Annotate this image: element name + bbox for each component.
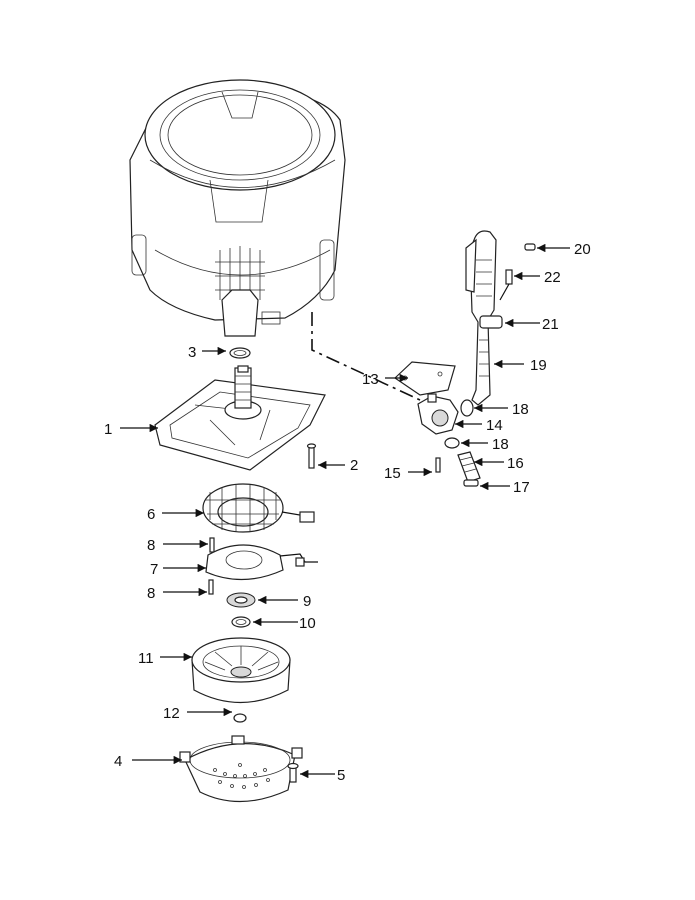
part-20-clip [524, 243, 536, 251]
callout-9: 9 [303, 593, 311, 610]
callout-11: 11 [138, 650, 154, 667]
part-7-housing [205, 544, 318, 581]
callout-15: 15 [384, 465, 401, 482]
callout-4: 4 [114, 753, 122, 770]
part-22-connector [499, 269, 513, 301]
callout-18-lower: 18 [492, 436, 509, 453]
part-11-rotor [191, 637, 291, 703]
callout-17: 17 [513, 479, 530, 496]
callout-labels: 1 2 3 4 5 6 7 8 8 9 10 11 12 13 14 15 16… [104, 241, 591, 784]
part-18-clamp-lower [444, 437, 460, 449]
part-15-screw [435, 457, 441, 473]
callout-18-upper: 18 [512, 401, 529, 418]
callout-20: 20 [574, 241, 591, 258]
part-8-screw-upper [209, 537, 215, 553]
part-12-nut [233, 713, 247, 723]
part-8-screw-lower [208, 579, 214, 595]
callout-14: 14 [486, 417, 503, 434]
part-3-seal [229, 347, 251, 359]
callout-8-lower: 8 [147, 585, 155, 602]
part-14-pump [417, 393, 459, 435]
callout-5: 5 [337, 767, 345, 784]
callout-12: 12 [163, 705, 180, 722]
callout-16: 16 [507, 455, 524, 472]
leader-lines [120, 243, 570, 779]
part-13-gasket [394, 361, 456, 396]
callout-19: 19 [530, 357, 547, 374]
callout-8-upper: 8 [147, 537, 155, 554]
part-5-screw [287, 762, 299, 783]
callout-7: 7 [150, 561, 158, 578]
part-18-clamp-upper [460, 399, 474, 417]
part-21-bracket [479, 315, 503, 329]
part-2-bolt [306, 443, 317, 469]
hose-path-line [311, 312, 421, 401]
callout-21: 21 [542, 316, 559, 333]
part-10-ring [231, 616, 251, 628]
part-16-hose [457, 451, 481, 483]
part-17-clamp [463, 479, 479, 487]
callout-10: 10 [299, 615, 316, 632]
callout-2: 2 [350, 457, 358, 474]
part-4-cover [179, 735, 303, 803]
callout-3: 3 [188, 344, 196, 361]
callout-1: 1 [104, 421, 112, 438]
part-1-mounting-plate [154, 365, 326, 471]
part-9-bearing [226, 592, 256, 608]
callout-6: 6 [147, 506, 155, 523]
callout-13: 13 [362, 371, 379, 388]
callout-22: 22 [544, 269, 561, 286]
outer-tub [129, 79, 346, 337]
part-6-stator [202, 483, 315, 533]
